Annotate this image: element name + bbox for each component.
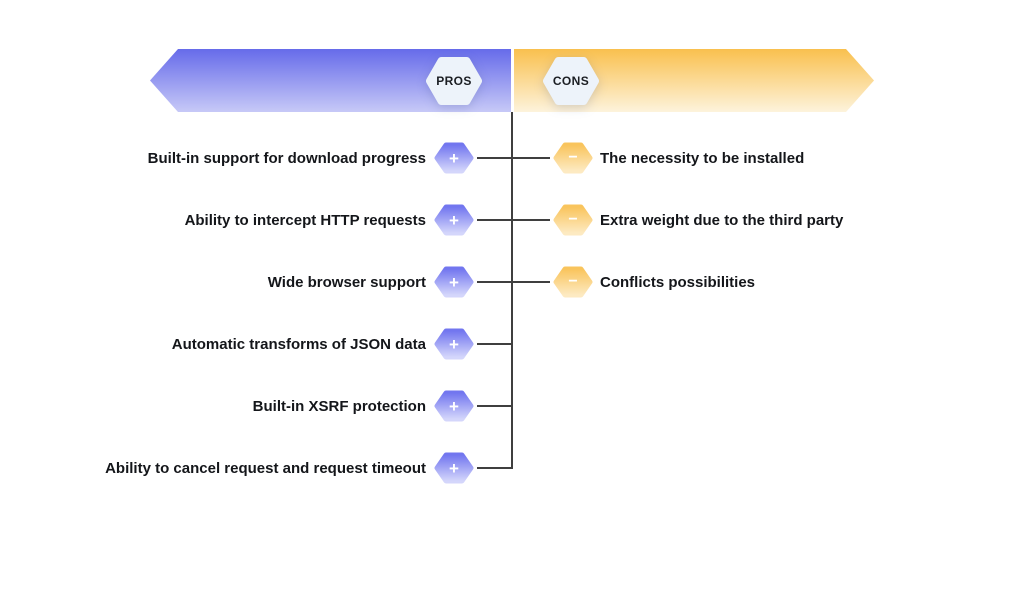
connector-line	[477, 405, 512, 407]
hexagon-shape-icon	[543, 57, 599, 105]
cons-badge-label: CONS	[552, 74, 590, 88]
pros-item-label: Built-in XSRF protection	[252, 397, 426, 415]
cons-item-row: − Extra weight due to the third party	[553, 204, 843, 236]
plus-icon: +	[434, 204, 474, 236]
center-divider-line	[511, 112, 513, 469]
pros-item-row: Wide browser support +	[0, 266, 474, 298]
pros-item-label: Built-in support for download progress	[147, 149, 426, 167]
pros-badge-label: PROS	[436, 74, 472, 88]
connector-line	[477, 219, 550, 221]
pros-item-row: Automatic transforms of JSON data +	[0, 328, 474, 360]
minus-symbol: −	[568, 211, 578, 228]
cons-item-label: Extra weight due to the third party	[600, 211, 844, 229]
plus-symbol: +	[449, 334, 459, 354]
plus-icon: +	[434, 328, 474, 360]
plus-icon: +	[434, 390, 474, 422]
plus-icon: +	[434, 142, 474, 174]
pros-badge: PROS	[426, 57, 482, 105]
pros-item-row: Built-in XSRF protection +	[0, 390, 474, 422]
minus-icon: −	[553, 266, 593, 298]
minus-symbol: −	[568, 149, 578, 166]
connector-line	[477, 343, 512, 345]
cons-item-row: − The necessity to be installed	[553, 142, 804, 174]
pros-item-label: Ability to cancel request and request ti…	[105, 459, 426, 477]
minus-icon: −	[553, 204, 593, 236]
plus-symbol: +	[449, 148, 459, 168]
plus-icon: +	[434, 452, 474, 484]
plus-symbol: +	[449, 272, 459, 292]
cons-badge: CONS	[543, 57, 599, 105]
cons-item-row: − Conflicts possibilities	[553, 266, 755, 298]
plus-symbol: +	[449, 458, 459, 478]
cons-item-label: The necessity to be installed	[600, 149, 805, 167]
pros-item-row: Ability to cancel request and request ti…	[0, 452, 474, 484]
pros-item-label: Automatic transforms of JSON data	[171, 335, 426, 353]
pros-item-row: Ability to intercept HTTP requests +	[0, 204, 474, 236]
minus-symbol: −	[568, 273, 578, 290]
hexagon-shape-icon	[426, 57, 482, 105]
connector-line	[477, 157, 550, 159]
pros-item-label: Ability to intercept HTTP requests	[184, 211, 426, 229]
plus-symbol: +	[449, 396, 459, 416]
pros-item-label: Wide browser support	[267, 273, 426, 291]
minus-icon: −	[553, 142, 593, 174]
plus-icon: +	[434, 266, 474, 298]
cons-item-label: Conflicts possibilities	[600, 273, 756, 291]
plus-symbol: +	[449, 210, 459, 230]
connector-line	[477, 467, 512, 469]
connector-line	[477, 281, 550, 283]
pros-item-row: Built-in support for download progress +	[0, 142, 474, 174]
